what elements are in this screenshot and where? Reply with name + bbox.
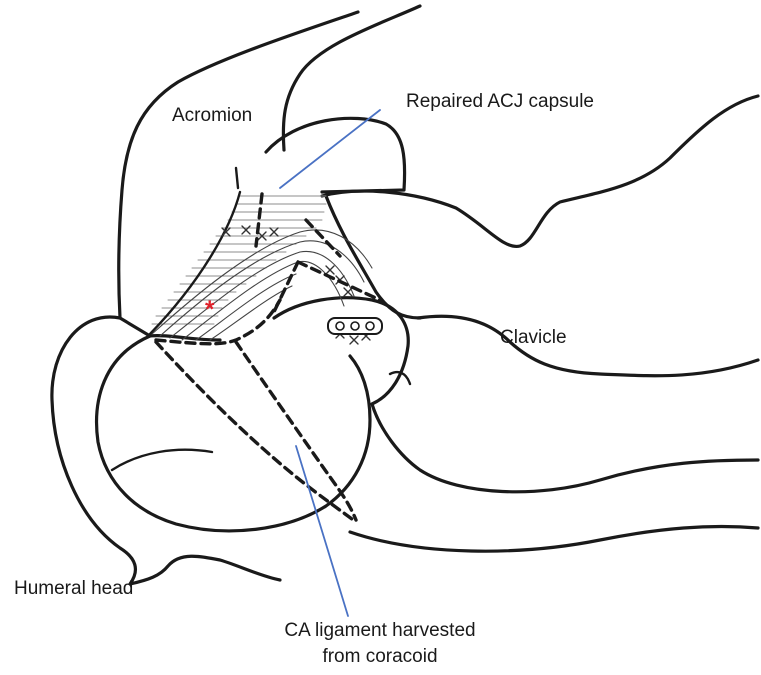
ca-ligament-arrow xyxy=(296,446,348,616)
humeral-neck-outline xyxy=(372,404,758,492)
graft-asterisk: * xyxy=(205,298,214,321)
acromion-label: Acromion xyxy=(172,104,252,127)
scapula-spine-outline xyxy=(283,6,420,150)
humeral-head-label: Humeral head xyxy=(14,577,133,600)
acromion-outline xyxy=(119,12,358,336)
glenoid-inner-line xyxy=(112,450,212,470)
capsule-left-border xyxy=(150,192,240,334)
acromion-tip-outline xyxy=(266,118,405,192)
fixation-button xyxy=(328,318,382,334)
acromion-notch xyxy=(236,168,238,188)
ca-ligament-label-line1: CA ligament harvested xyxy=(284,619,475,642)
coracoid-outline xyxy=(274,298,408,404)
humeral-shaft-outline xyxy=(350,527,758,552)
ca-ligament-label-line2: from coracoid xyxy=(322,645,437,668)
clavicle-label: Clavicle xyxy=(500,326,567,349)
humeral-head-outline xyxy=(97,336,370,531)
clavicle-outline xyxy=(322,96,758,246)
capsule-arrow xyxy=(280,110,380,188)
clavicle-lower-outline xyxy=(418,316,758,375)
clavicle-capsule-dashes xyxy=(306,220,340,256)
ca-ligament-harvest-border-right xyxy=(236,342,356,520)
repaired-capsule-label: Repaired ACJ capsule xyxy=(406,90,594,113)
